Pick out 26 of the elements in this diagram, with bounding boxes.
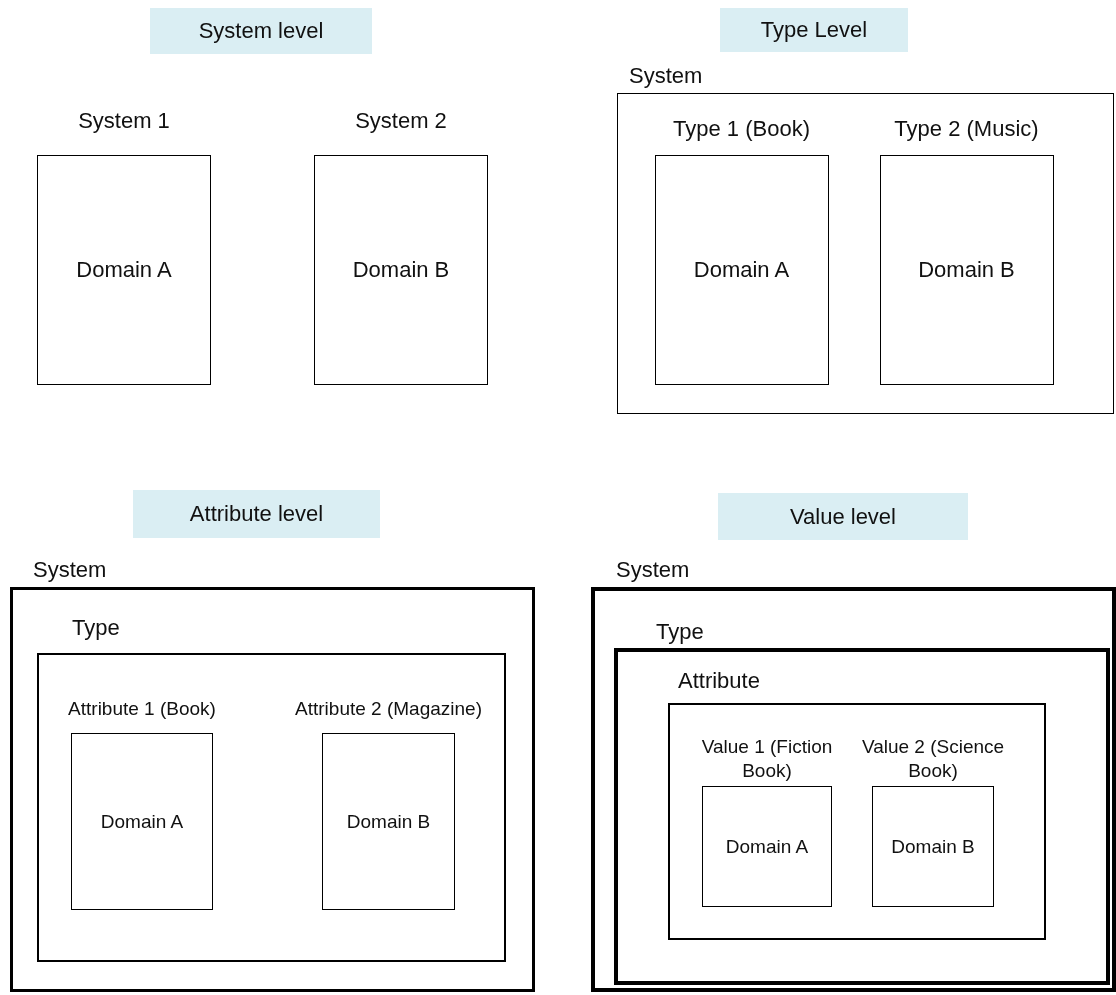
- box-heading: Attribute 1 (Book): [68, 698, 216, 720]
- box-heading: Attribute: [678, 668, 760, 694]
- domain-label: Domain B: [890, 835, 976, 858]
- box-heading: Type 1 (Book): [673, 115, 810, 142]
- box-heading: System: [616, 557, 690, 583]
- domain-label: Domain B: [351, 257, 451, 283]
- domain-label: Domain A: [99, 810, 185, 833]
- level-title-banner: Type Level: [720, 8, 908, 52]
- box-heading: System: [33, 557, 107, 583]
- box-heading: System 1: [78, 108, 170, 134]
- box-heading: Type: [656, 619, 704, 645]
- box-heading: Value 2 (Science Book): [860, 735, 1006, 783]
- box-heading: Value 1 (Fiction Book): [700, 735, 834, 783]
- box-heading: Type 2 (Music): [894, 115, 1039, 142]
- box-heading: Type: [72, 615, 120, 641]
- domain-label: Domain B: [345, 810, 432, 833]
- level-title-banner: Attribute level: [133, 490, 380, 538]
- level-title-banner: System level: [150, 8, 372, 54]
- box-heading: System: [629, 63, 703, 89]
- level-title-banner: Value level: [718, 493, 968, 540]
- box-heading: System 2: [355, 108, 447, 134]
- box-heading: Attribute 2 (Magazine): [295, 698, 482, 720]
- domain-label: Domain A: [692, 256, 791, 283]
- domain-label: Domain A: [75, 257, 173, 283]
- domain-label: Domain A: [724, 835, 810, 858]
- domain-label: Domain B: [917, 256, 1016, 283]
